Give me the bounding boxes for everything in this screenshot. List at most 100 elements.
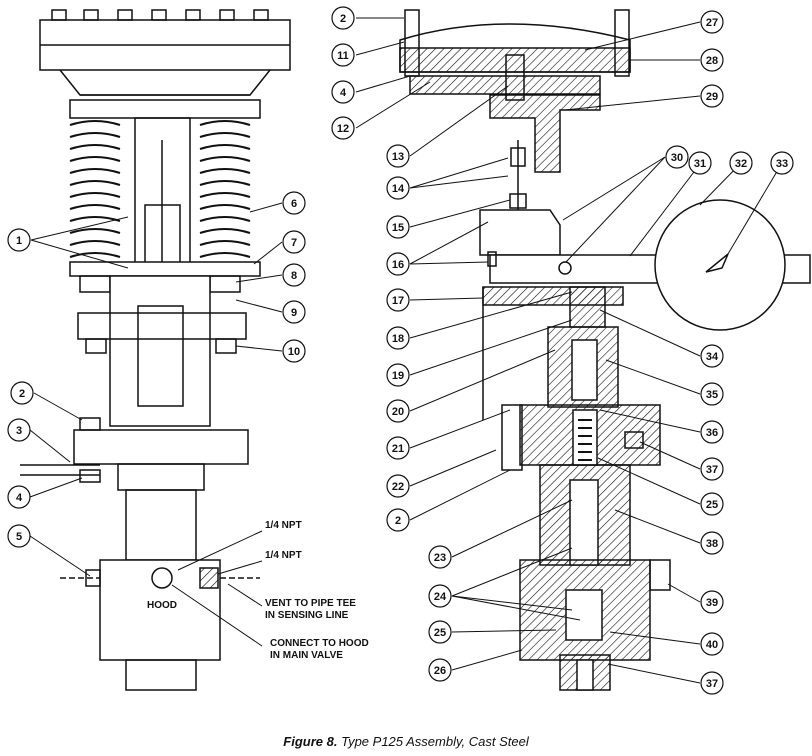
left-callouts: 1 2 3 4 5 6 7 8 9 10 <box>7 191 306 548</box>
svg-text:11: 11 <box>337 50 349 62</box>
svg-text:9: 9 <box>291 307 297 319</box>
svg-text:29: 29 <box>706 91 718 103</box>
callout-6: 6 <box>282 191 306 215</box>
right-callouts-right: 27 28 29 30 31 32 33 34 35 36 37 25 38 3… <box>665 10 794 695</box>
callout-1: 1 <box>7 228 31 252</box>
note-hood: HOOD <box>147 600 177 611</box>
svg-text:28: 28 <box>706 55 718 67</box>
figure-title: Type P125 Assembly, Cast Steel <box>341 734 529 749</box>
svg-text:4: 4 <box>340 87 347 99</box>
svg-text:30: 30 <box>671 152 683 164</box>
callout-23: 23 <box>428 545 452 569</box>
callout-20: 20 <box>386 399 410 423</box>
right-spring <box>199 120 251 258</box>
svg-text:38: 38 <box>706 538 718 550</box>
svg-text:1: 1 <box>16 235 22 247</box>
svg-text:26: 26 <box>434 665 446 677</box>
callout-4: 4 <box>7 485 31 509</box>
callout-40: 40 <box>700 632 724 656</box>
callout-33: 33 <box>770 151 794 175</box>
assembly-drawing: 1 2 3 4 5 6 7 8 9 10 1/4 NPT 1/4 NPT HOO… <box>7 6 811 695</box>
top-bolts <box>51 9 269 21</box>
figure-label: Figure 8. <box>283 734 338 749</box>
callout-37-bottom: 37 <box>700 671 724 695</box>
note-npt-bottom: 1/4 NPT <box>265 550 302 561</box>
callout-31: 31 <box>688 151 712 175</box>
svg-text:37: 37 <box>706 678 718 690</box>
callout-14: 14 <box>386 176 410 200</box>
svg-text:27: 27 <box>706 17 718 29</box>
callout-28: 28 <box>700 48 724 72</box>
svg-text:37: 37 <box>706 464 718 476</box>
svg-text:19: 19 <box>392 370 404 382</box>
svg-text:18: 18 <box>392 333 404 345</box>
svg-text:16: 16 <box>392 259 404 271</box>
callout-5: 5 <box>7 524 31 548</box>
callout-r2-top: 2 <box>331 6 355 30</box>
svg-text:20: 20 <box>392 406 404 418</box>
svg-text:2: 2 <box>395 515 401 527</box>
callout-24: 24 <box>428 584 452 608</box>
callout-21: 21 <box>386 436 410 460</box>
svg-text:3: 3 <box>16 425 22 437</box>
figure-caption: Figure 8. Type P125 Assembly, Cast Steel <box>0 734 812 749</box>
callout-13: 13 <box>386 144 410 168</box>
svg-text:17: 17 <box>392 295 404 307</box>
svg-text:8: 8 <box>291 270 297 282</box>
svg-text:31: 31 <box>694 158 706 170</box>
callout-27: 27 <box>700 10 724 34</box>
svg-text:22: 22 <box>392 481 404 493</box>
callout-37-top: 37 <box>700 457 724 481</box>
callout-18: 18 <box>386 326 410 350</box>
svg-text:4: 4 <box>16 492 23 504</box>
svg-text:24: 24 <box>434 591 447 603</box>
callout-3: 3 <box>7 418 31 442</box>
callout-22: 22 <box>386 474 410 498</box>
left-spring <box>69 120 121 258</box>
svg-text:35: 35 <box>706 389 718 401</box>
right-assembly-view <box>399 9 811 691</box>
svg-text:21: 21 <box>392 443 404 455</box>
note-npt-top: 1/4 NPT <box>265 520 302 531</box>
svg-text:33: 33 <box>776 158 788 170</box>
svg-text:25: 25 <box>434 627 446 639</box>
svg-text:7: 7 <box>291 237 297 249</box>
callout-26: 26 <box>428 658 452 682</box>
svg-text:36: 36 <box>706 427 718 439</box>
note-connect-1: CONNECT TO HOOD <box>270 638 369 649</box>
callout-25-right: 25 <box>700 492 724 516</box>
left-assembly-view <box>20 9 291 691</box>
callout-29: 29 <box>700 84 724 108</box>
callout-10: 10 <box>282 339 306 363</box>
svg-text:32: 32 <box>735 158 747 170</box>
callout-30: 30 <box>665 145 689 169</box>
callout-17: 17 <box>386 288 410 312</box>
note-vent-1: VENT TO PIPE TEE <box>265 598 356 609</box>
callout-r2-bottom: 2 <box>386 508 410 532</box>
callout-19: 19 <box>386 363 410 387</box>
callout-9: 9 <box>282 300 306 324</box>
callout-12: 12 <box>331 116 355 140</box>
right-callouts-left: 2 11 4 12 13 14 15 16 17 18 19 20 21 22 … <box>331 6 452 682</box>
callout-34: 34 <box>700 344 724 368</box>
svg-text:5: 5 <box>16 531 22 543</box>
svg-text:25: 25 <box>706 499 718 511</box>
callout-8: 8 <box>282 263 306 287</box>
callout-38: 38 <box>700 531 724 555</box>
note-vent-2: IN SENSING LINE <box>265 610 349 621</box>
svg-text:13: 13 <box>392 151 404 163</box>
callout-39: 39 <box>700 590 724 614</box>
svg-text:12: 12 <box>337 123 349 135</box>
right-leaders <box>355 17 783 684</box>
callout-2: 2 <box>10 381 34 405</box>
svg-text:6: 6 <box>291 198 297 210</box>
svg-text:34: 34 <box>706 351 719 363</box>
svg-text:2: 2 <box>19 388 25 400</box>
note-connect-2: IN MAIN VALVE <box>270 650 343 661</box>
callout-15: 15 <box>386 215 410 239</box>
svg-text:40: 40 <box>706 639 718 651</box>
svg-text:23: 23 <box>434 552 446 564</box>
callout-16: 16 <box>386 252 410 276</box>
left-notes: 1/4 NPT 1/4 NPT HOOD VENT TO PIPE TEE IN… <box>147 520 369 661</box>
callout-11: 11 <box>331 43 355 67</box>
